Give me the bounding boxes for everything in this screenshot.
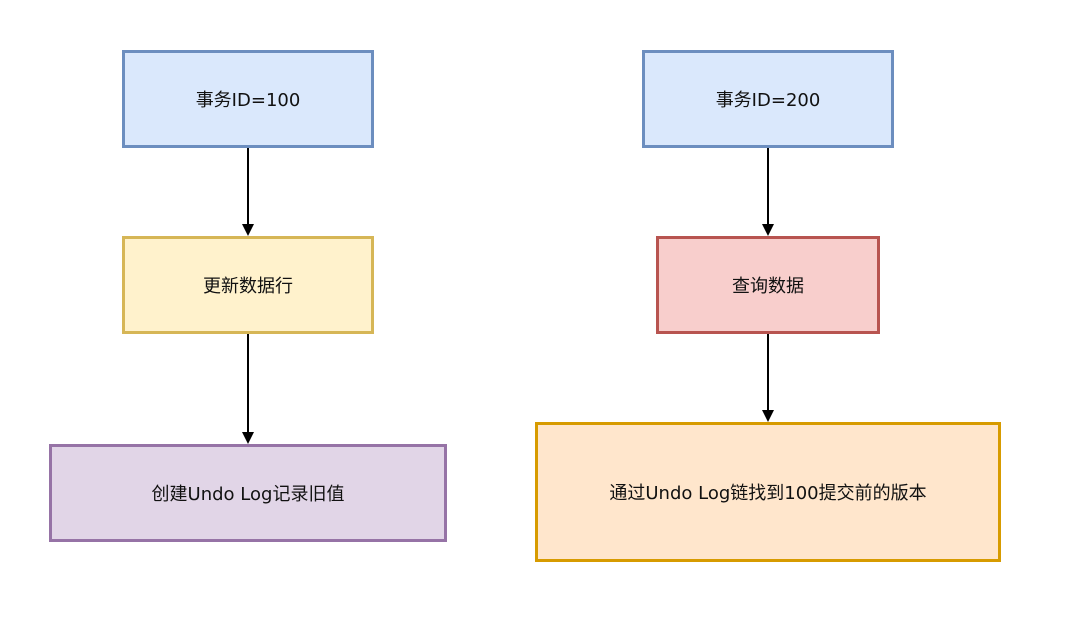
query-data-label: 查询数据 [732, 276, 804, 297]
find-version-node: 通过Undo Log链找到100提交前的版本 [535, 422, 1001, 562]
update-row-node: 更新数据行 [122, 236, 374, 334]
txn-100-node: 事务ID=100 [122, 50, 374, 148]
txn-200-label: 事务ID=200 [715, 90, 821, 111]
find-version-label: 通过Undo Log链找到100提交前的版本 [609, 483, 927, 504]
create-undo-log-node: 创建Undo Log记录旧值 [49, 444, 447, 542]
create-undo-log-label: 创建Undo Log记录旧值 [151, 484, 345, 505]
update-row-label: 更新数据行 [203, 276, 293, 297]
txn-100-label: 事务ID=100 [195, 90, 301, 111]
txn-200-node: 事务ID=200 [642, 50, 894, 148]
query-data-node: 查询数据 [656, 236, 880, 334]
